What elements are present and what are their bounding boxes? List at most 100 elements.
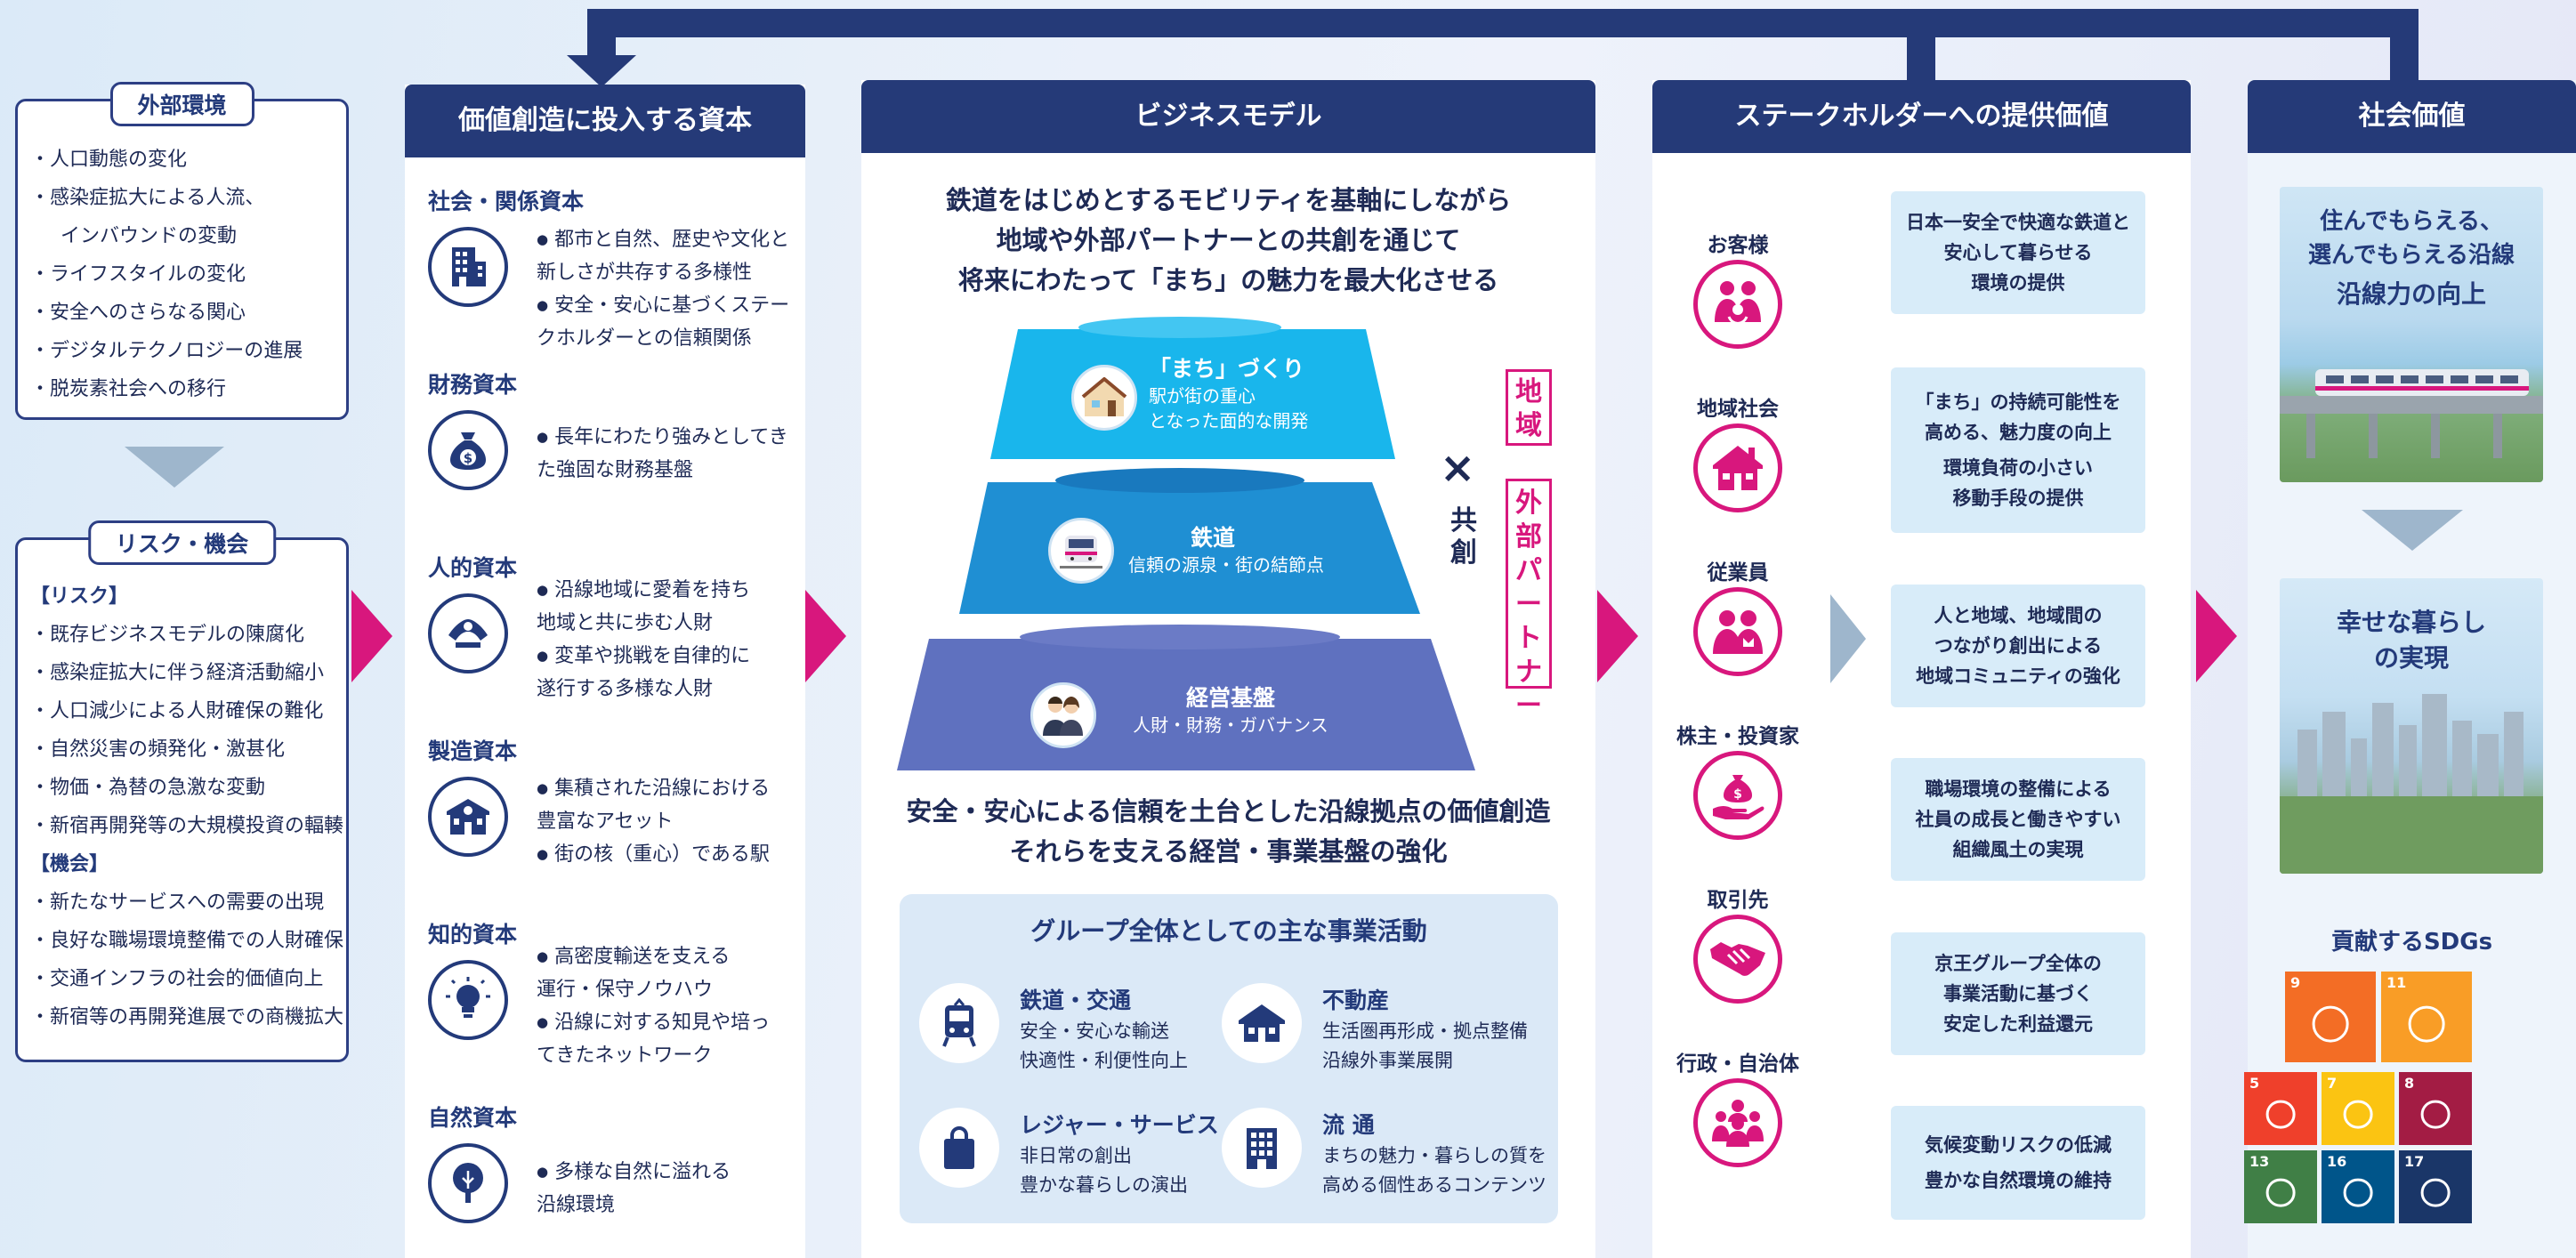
svg-text:$: $ <box>1733 787 1742 802</box>
office-building-icon <box>1222 1108 1302 1188</box>
opportunity-heading: 【機会】 <box>30 853 109 875</box>
down-arrow-right <box>2362 510 2463 551</box>
sdg-icon <box>2265 1100 2296 1129</box>
loop-arrow-head <box>567 55 636 87</box>
sdg-number: 11 <box>2386 974 2407 991</box>
capital-text: 高密度輸送を支える 運行・保守ノウハウ 沿線に対する知見や培っ てきたネットワー… <box>537 940 770 1072</box>
sdg-icon <box>2312 1005 2349 1043</box>
stakeholder-label: 地域社会 <box>1697 398 1779 421</box>
sdg-number: 7 <box>2327 1075 2338 1092</box>
money-bag-icon: $ <box>428 410 508 490</box>
sdg-number: 5 <box>2249 1075 2260 1092</box>
risk-heading: 【リスク】 <box>30 585 129 608</box>
sdg-number: 9 <box>2290 974 2301 991</box>
group-activities-title: グループ全体としての主な事業活動 <box>1030 916 1427 946</box>
hands-icon <box>428 593 508 673</box>
list-item: ・既存ビジネスモデルの陳腐化 <box>30 624 305 646</box>
list-item: ・良好な職場環境整備での人財確保 <box>30 930 344 952</box>
social-value-1-text: 住んでもらえる、 選んでもらえる沿線 沿線力の向上 <box>2308 208 2515 309</box>
tier-railway: 鉄道 信頼の源泉・街の結節点 <box>1128 525 1324 576</box>
sdg-tile-9: 9 <box>2285 972 2376 1062</box>
capitals-panel: 価値創造に投入する資本 社会・関係資本 都市と自然、歴史や文化と 新しさが共存す… <box>405 85 805 1258</box>
sdg-number: 17 <box>2404 1153 2425 1170</box>
activity-text: 生活圏再形成・拠点整備 沿線外事業展開 <box>1322 1020 1528 1071</box>
external-environment-title: 外部環境 <box>109 82 254 126</box>
loop-arrow-left-stem <box>587 9 616 60</box>
risk-opportunity-title: リスク・機会 <box>87 520 277 565</box>
business-model-panel: ビジネスモデル 鉄道をはじめとするモビリティを基軸にしながら 地域や外部パートナ… <box>861 80 1595 1258</box>
shopping-bag-icon <box>919 1108 999 1188</box>
activity-text: 非日常の創出 豊かな暮らしの演出 <box>1020 1145 1188 1196</box>
loop-arrow-mid-stem <box>1907 9 1935 82</box>
capital-text: 集積された沿線における 豊富なアセット 街の核（重心）である駅 <box>537 772 770 871</box>
stakeholder-label: お客様 <box>1707 234 1769 257</box>
list-item: ・新宿等の再開発進展での商機拡大 <box>30 1006 344 1028</box>
lightbulb-icon <box>428 960 508 1040</box>
stakeholder-value-box: 「まち」の持続可能性を 高める、魅力度の向上 環境負荷の小さい 移動手段の提供 <box>1891 367 2145 533</box>
list-item: ・新宿再開発等の大規模投資の輻輳 <box>30 815 344 837</box>
external-partner-box: 外部パートナー <box>1506 479 1552 722</box>
list-item: ・ライフスタイルの変化 <box>30 263 246 286</box>
money-hand-icon: $ <box>1693 751 1782 840</box>
stakeholder-value-box: 日本一安全で快適な鉄道と 安心して暮らせる 環境の提供 <box>1891 191 2145 314</box>
capital-text: 沿線地域に愛着を持ち 地域と共に歩む人財 変革や挑戦を自律的に 遂行する多様な人… <box>537 574 750 706</box>
times-symbol: × <box>1440 443 1476 493</box>
train-illustration-icon <box>1048 518 1114 584</box>
kyoso-label: 共創 <box>1450 505 1477 569</box>
activity-title: レジャー・サービス <box>1020 1112 1219 1138</box>
sdg-icon <box>2343 1178 2373 1207</box>
flow-arrow-2 <box>805 590 846 682</box>
crowd-icon <box>1693 1078 1782 1167</box>
activity-text: 安全・安心な輸送 快適性・利便性向上 <box>1020 1020 1188 1071</box>
list-item: ・新たなサービスへの需要の出現 <box>30 891 325 914</box>
tier-management: 経営基盤 人財・財務・ガバナンス <box>1133 685 1328 736</box>
group-activities-box: グループ全体としての主な事業活動 鉄道・交通 安全・安心な輸送 快適性・利便性向… <box>900 894 1558 1223</box>
stakeholder-value-box: 気候変動リスクの低減 豊かな自然環境の維持 <box>1891 1106 2145 1220</box>
social-value-panel: 社会価値 住んでもらえる、 選んでもらえる沿線 沿線力の向上 幸せな暮らし の実… <box>2244 80 2576 1258</box>
sdg-tile-8: 8 <box>2399 1072 2472 1145</box>
sdg-tile-7: 7 <box>2322 1072 2394 1145</box>
sdg-tile-17: 17 <box>2399 1150 2472 1223</box>
external-environment-box: 外部環境 ・人口動態の変化 ・感染症拡大による人流、 インバウンドの変動 ・ライ… <box>15 82 349 420</box>
stakeholder-value-box: 職場環境の整備による 社員の成長と働きやすい 組織風土の実現 <box>1891 758 2145 881</box>
stakeholder-label: 株主・投資家 <box>1676 725 1799 748</box>
capital-title: 人的資本 <box>428 555 518 581</box>
station-icon <box>428 777 508 857</box>
capital-title: 財務資本 <box>428 372 518 398</box>
flow-arrow-4 <box>2196 590 2237 682</box>
stakeholders-header: ステークホルダーへの提供価値 <box>1652 80 2191 153</box>
stakeholder-value-box: 人と地域、地域間の つながり創出による 地域コミュニティの強化 <box>1891 585 2145 707</box>
list-item: ・感染症拡大に伴う経済活動縮小 <box>30 662 325 684</box>
stakeholder-label: 行政・自治体 <box>1676 1052 1799 1076</box>
sdg-icon <box>2420 1100 2451 1129</box>
capital-title: 社会・関係資本 <box>428 189 585 214</box>
capital-title: 自然資本 <box>428 1105 518 1131</box>
capital-text: 多様な自然に溢れる 沿線環境 <box>537 1156 731 1222</box>
list-item: ・人口減少による人財確保の難化 <box>30 700 324 722</box>
flow-arrow-1 <box>351 590 392 682</box>
stakeholder-label: 取引先 <box>1707 889 1769 912</box>
list-item: ・交通インフラの社会的価値向上 <box>30 968 324 990</box>
capital-title: 知的資本 <box>428 922 518 948</box>
region-box: 地域 <box>1506 369 1552 446</box>
sdg-icon <box>2343 1100 2373 1129</box>
sdgs-title: 貢献するSDGs <box>2330 929 2493 956</box>
family-icon <box>1693 260 1782 349</box>
sdg-tile-11: 11 <box>2381 972 2472 1062</box>
risk-list: 【リスク】 ・既存ビジネスモデルの陳腐化 ・感染症拡大に伴う経済活動縮小 ・人口… <box>30 577 343 1036</box>
stakeholder-value-box: 京王グループ全体の 事業活動に基づく 安定した利益還元 <box>1891 932 2145 1055</box>
risk-opportunity-box: リスク・機会 【リスク】 ・既存ビジネスモデルの陳腐化 ・感染症拡大に伴う経済活… <box>15 520 349 1062</box>
capital-title: 製造資本 <box>428 738 518 764</box>
stakeholders-panel: ステークホルダーへの提供価値 お客様 地域社会 従業員 株主・投資家 $ 取引先… <box>1652 80 2191 1258</box>
people-icon <box>1693 587 1782 676</box>
activity-title: 流 通 <box>1322 1112 1375 1138</box>
sdg-number: 16 <box>2327 1153 2347 1170</box>
sdg-number: 13 <box>2249 1153 2270 1170</box>
sdg-icon <box>2408 1005 2445 1043</box>
sdg-icon <box>2420 1178 2451 1207</box>
city-photo: 幸せな暮らし の実現 <box>2280 578 2543 874</box>
capital-text: 長年にわたり強みとしてき た強固な財務基盤 <box>537 421 788 487</box>
train-icon <box>919 983 999 1063</box>
list-item: ・安全へのさらなる関心 <box>30 302 246 324</box>
list-item: ・物価・為替の急激な変動 <box>30 777 266 799</box>
